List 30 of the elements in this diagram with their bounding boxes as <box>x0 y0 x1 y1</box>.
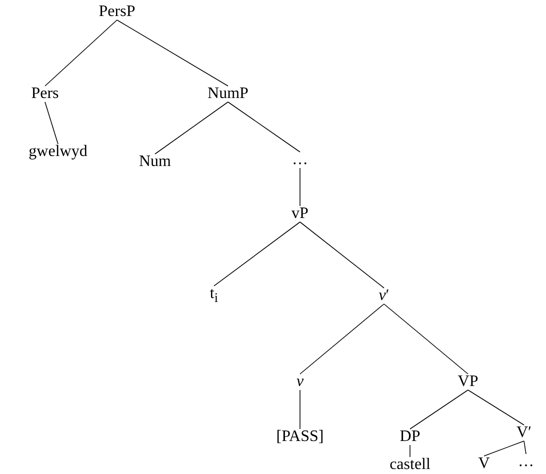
tree-branch <box>300 222 384 288</box>
tree-branch <box>384 304 468 374</box>
tree-node-label: PersP <box>98 5 136 19</box>
tree-node-label: NumP <box>206 87 250 101</box>
tree-node-label: gwelwyd <box>28 145 88 159</box>
tree-node-label: [PASS] <box>275 430 325 444</box>
tree-node-label: vP <box>290 207 310 221</box>
tree-branch <box>214 222 300 286</box>
tree-node-label: Pers <box>30 87 60 101</box>
tree-branch <box>154 102 228 154</box>
tree-node-label: v <box>295 375 305 389</box>
tree-node-label: … <box>291 153 309 167</box>
tree-node-label: … <box>517 455 535 469</box>
tree-branch <box>524 440 526 454</box>
tree-node-label: DP <box>398 430 422 444</box>
tree-node-label: VP <box>456 375 480 389</box>
tree-branch <box>44 20 118 86</box>
tree-node-label: t$_{i}$ <box>208 286 220 306</box>
tree-branch <box>410 390 468 430</box>
tree-node-label: v′ <box>378 289 390 303</box>
tree-node-label: V <box>477 457 491 471</box>
tree-branch <box>116 20 228 86</box>
tree-branch <box>468 390 524 426</box>
tree-branch <box>484 440 524 456</box>
tree-branch <box>300 304 384 374</box>
tree-branch <box>228 102 300 152</box>
tree-branch <box>44 102 58 144</box>
tree-node-label: Num <box>138 155 172 169</box>
tree-node-label: V′ <box>515 426 533 440</box>
tree-node-label: castell <box>388 458 432 472</box>
